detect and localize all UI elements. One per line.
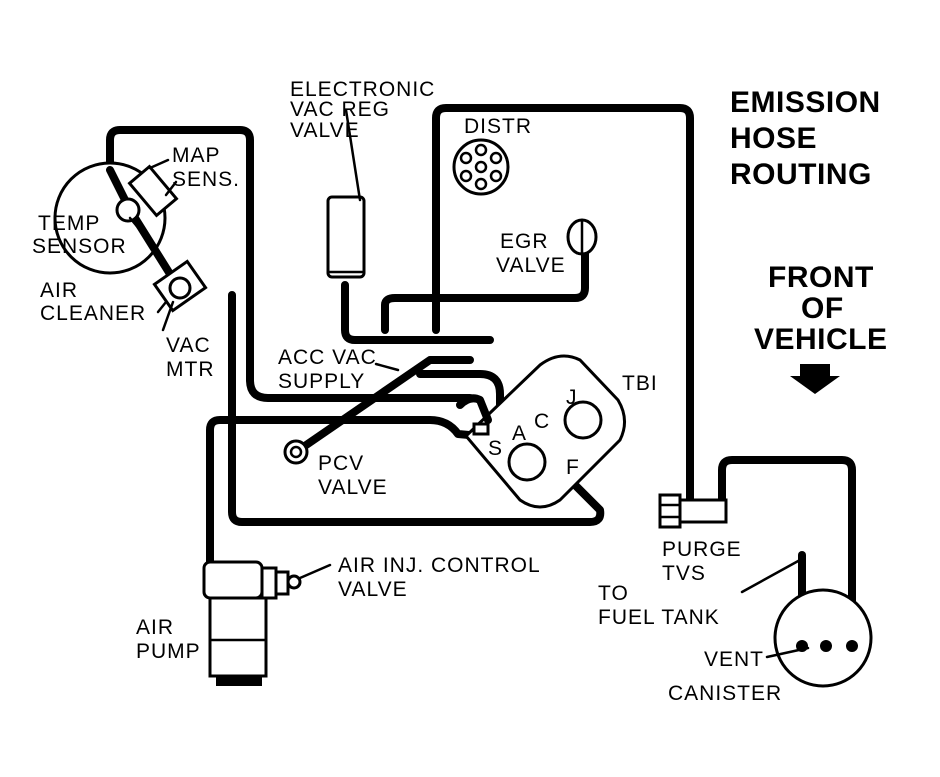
label-pcv-2: VALVE — [318, 476, 388, 499]
front-arrow-icon — [790, 364, 840, 394]
leader-lines — [128, 158, 810, 659]
air-pump — [202, 560, 268, 686]
title-block: EMISSION HOSE ROUTING — [730, 86, 881, 191]
front-line-3: VEHICLE — [754, 323, 888, 356]
air-inj-control-valve — [260, 563, 332, 600]
label-purge-2: TVS — [662, 562, 706, 585]
hose-canister-purge — [718, 456, 856, 649]
distributor — [452, 138, 510, 196]
label-air-pump-1: AIR — [136, 616, 174, 639]
label-air-cleaner-2: CLEANER — [40, 302, 146, 325]
hose-evrv-egr — [341, 281, 494, 344]
purge-tvs — [658, 493, 728, 529]
label-distr: DISTR — [464, 115, 532, 138]
label-pcv-1: PCV — [318, 452, 364, 475]
hoses — [106, 104, 856, 649]
hose-pcv — [292, 356, 474, 456]
hose-air-pump — [206, 416, 484, 579]
front-of-vehicle: FRONT OF VEHICLE — [754, 261, 888, 356]
tbi-label-s: S — [488, 437, 503, 460]
pcv-valve — [283, 439, 309, 465]
tbi-fitting — [472, 422, 490, 436]
hose-egr — [381, 241, 589, 334]
label-map-2: SENS. — [172, 168, 240, 191]
label-egr-1: EGR — [500, 230, 549, 253]
label-evrv-2: VAC REG — [290, 98, 390, 121]
tbi-port-j — [563, 400, 603, 440]
tbi-body — [463, 354, 626, 509]
label-tbi: TBI — [622, 372, 658, 395]
tbi-label-f: F — [566, 456, 580, 479]
hose-top-loop — [432, 104, 694, 504]
label-fuel-tank-2: FUEL TANK — [598, 606, 720, 629]
label-air-cleaner-1: AIR — [40, 279, 78, 302]
label-air-pump-2: PUMP — [136, 640, 201, 663]
tbi-label-c: C — [534, 410, 550, 433]
label-acc-vac-1: ACC VAC — [278, 346, 377, 369]
hose-acc-vac — [416, 370, 504, 424]
label-evrv-3: VALVE — [290, 119, 360, 142]
tbi-connector — [456, 394, 492, 424]
hose-left-loop — [106, 126, 474, 402]
electronic-vac-reg-valve — [326, 108, 366, 279]
label-air-inj-2: VALVE — [338, 578, 408, 601]
label-purge-1: PURGE — [662, 538, 742, 561]
label-egr-2: VALVE — [496, 254, 566, 277]
front-line-1: FRONT — [768, 261, 874, 294]
label-temp-2: SENSOR — [32, 235, 127, 258]
title-line-1: EMISSION — [730, 86, 881, 119]
tbi-label-a: A — [512, 422, 527, 445]
label-air-inj-1: AIR INJ. CONTROL — [338, 554, 541, 577]
title-line-2: HOSE — [730, 122, 817, 155]
front-line-2: OF — [801, 292, 844, 325]
vac-motor-port — [168, 276, 192, 300]
label-acc-vac-2: SUPPLY — [278, 370, 365, 393]
tbi-port-a — [507, 442, 547, 482]
label-canister: CANISTER — [668, 682, 782, 705]
label-vent: VENT — [704, 648, 764, 671]
label-fuel-tank-1: TO — [598, 582, 629, 605]
tbi-label-j: J — [566, 386, 578, 409]
label-map-1: MAP — [172, 144, 221, 167]
label-evrv-1: ELECTRONIC — [290, 78, 435, 101]
hose-lower-loop — [228, 291, 605, 526]
temp-sensor — [115, 197, 141, 223]
egr-valve — [566, 218, 598, 256]
label-vac-mtr-1: VAC — [166, 334, 211, 357]
map-sensor — [127, 164, 179, 218]
canister — [773, 588, 873, 688]
title-line-3: ROUTING — [730, 158, 872, 191]
label-vac-mtr-2: MTR — [166, 358, 215, 381]
label-temp-1: TEMP — [38, 212, 100, 235]
